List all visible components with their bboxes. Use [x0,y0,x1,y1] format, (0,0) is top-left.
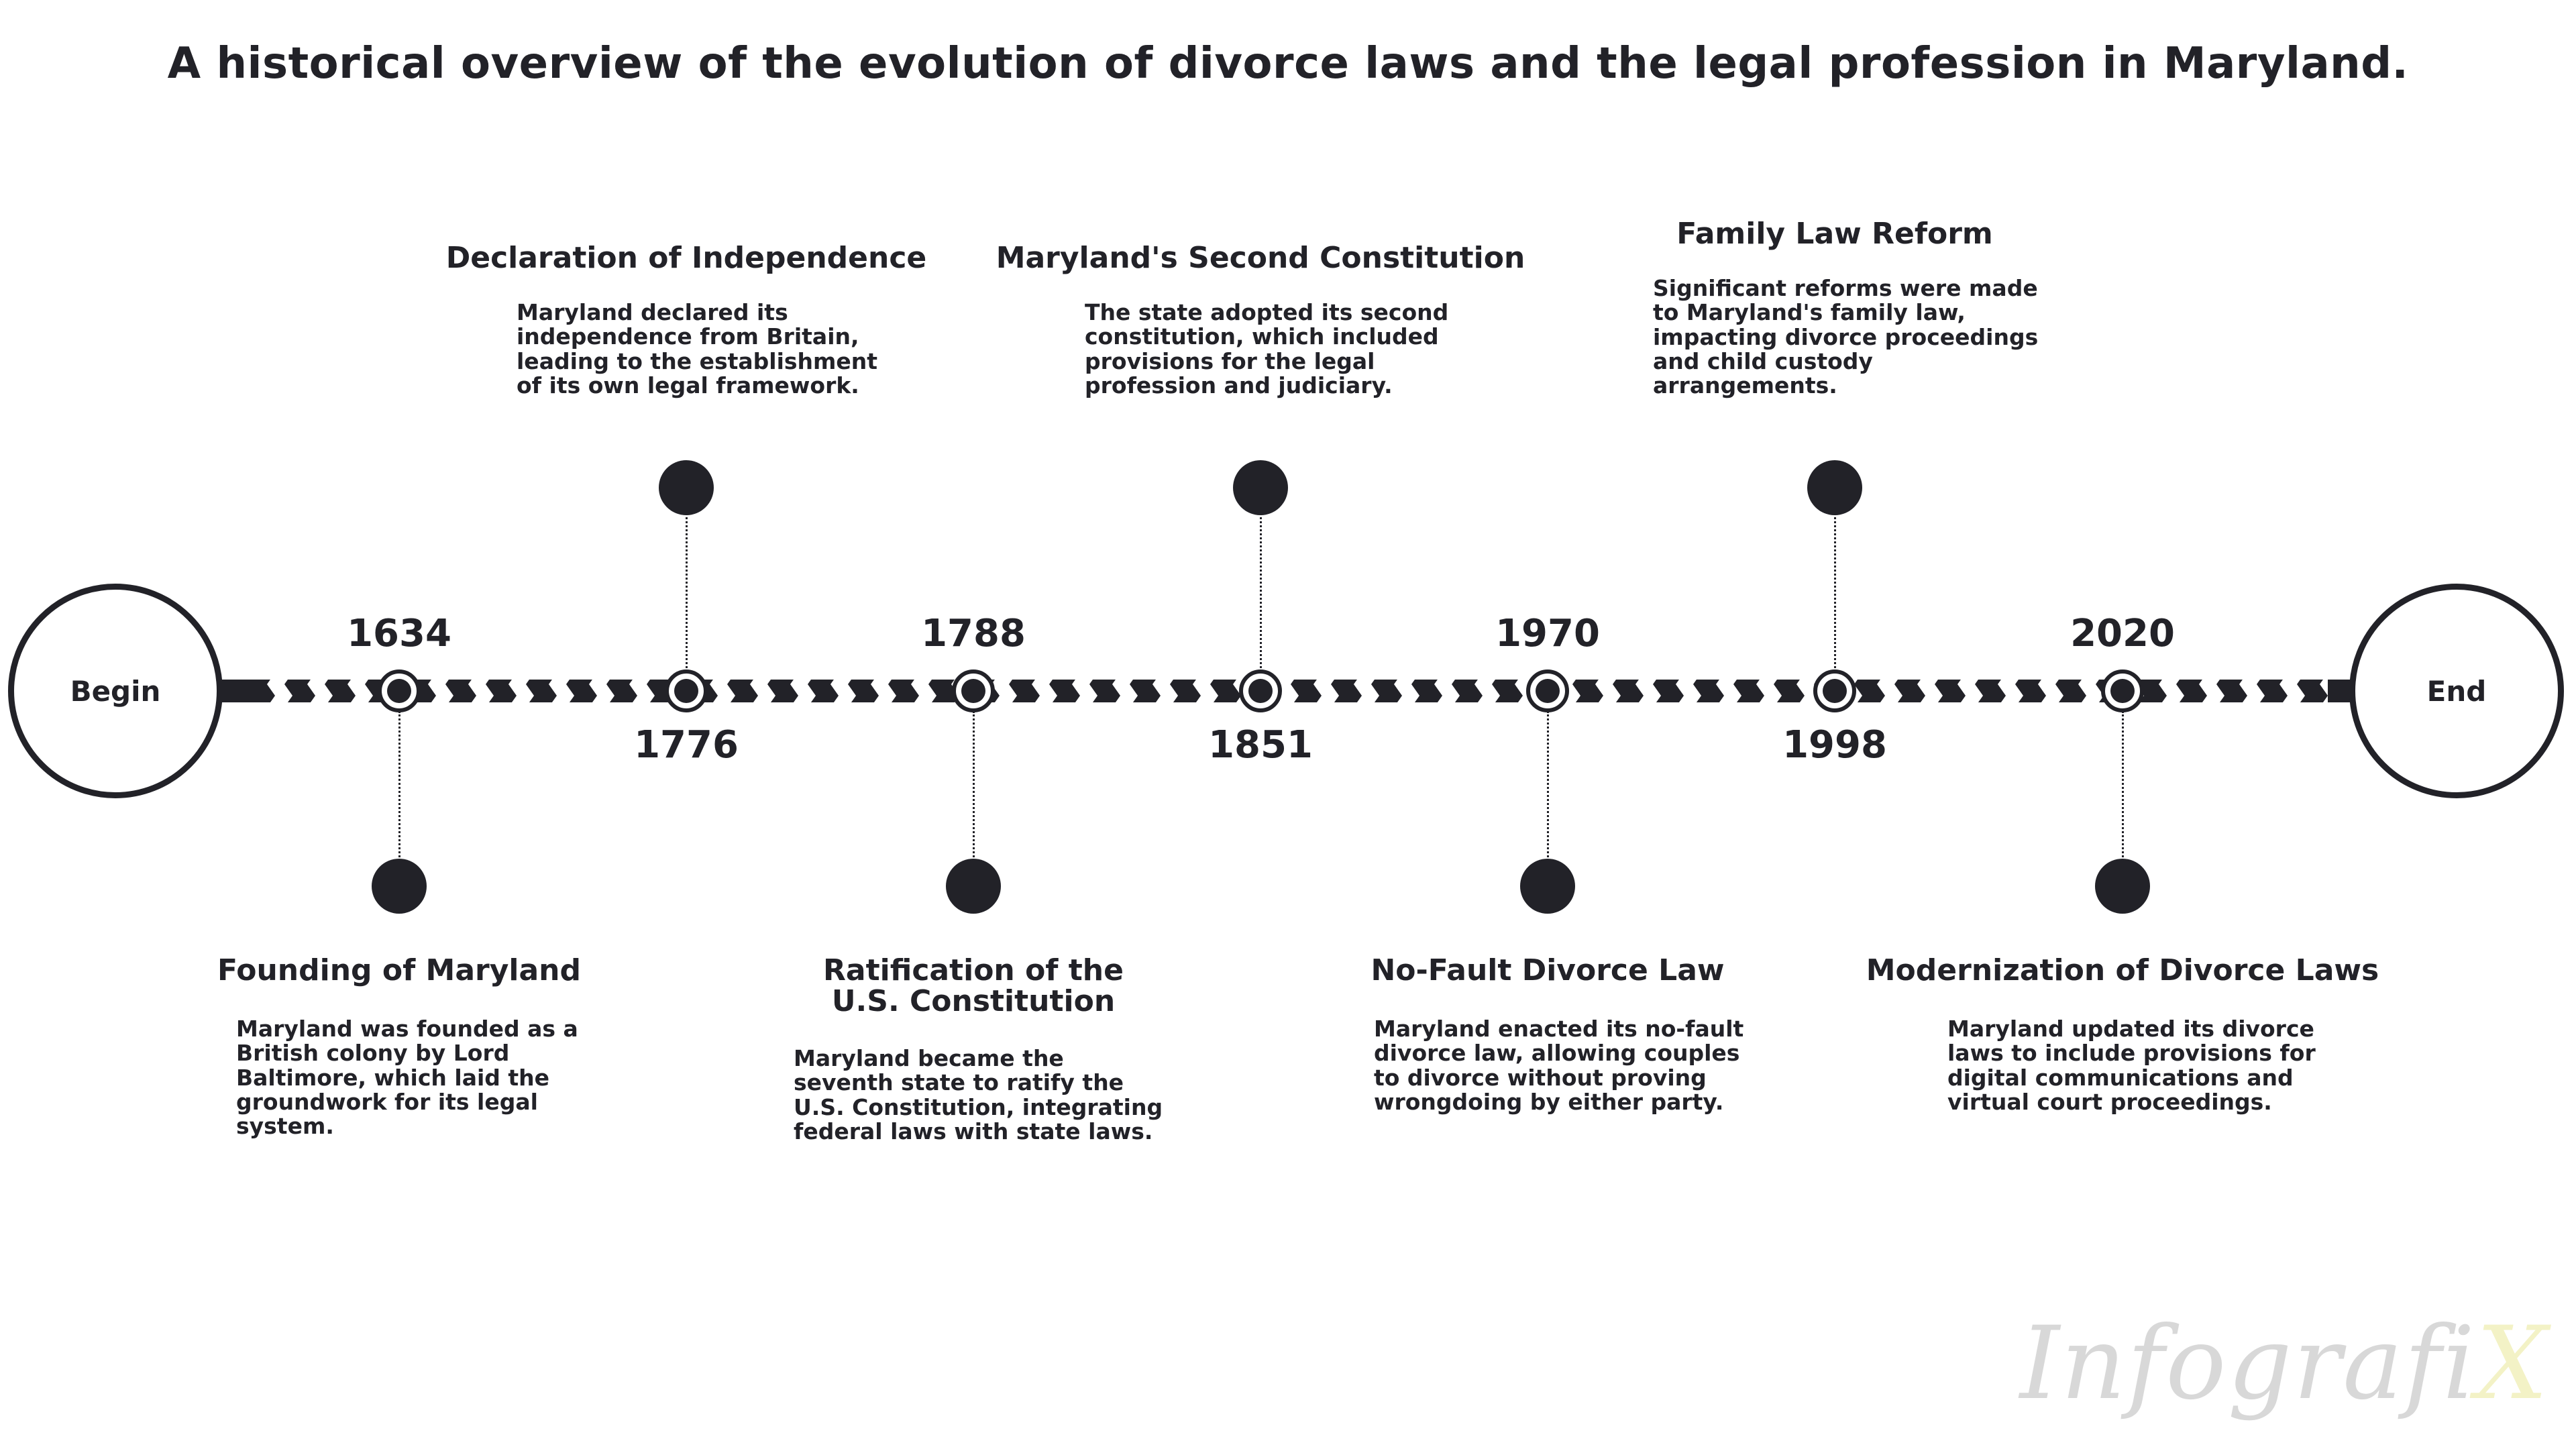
event-marker-1634 [372,859,427,914]
watermark-accent: X [2476,1305,2549,1422]
event-marker-1998 [1807,460,1862,515]
year-1998: 1998 [1782,723,1887,767]
connector-1998 [1834,488,1836,673]
event-title-1851: Maryland's Second Constitution [996,241,1525,275]
event-desc-1788: Maryland became the seventh state to rat… [794,1045,1163,1144]
event-title-1998: Family Law Reform [1676,217,1993,251]
timeline-begin: Begin [8,584,223,798]
year-1776: 1776 [634,723,739,767]
node-core [387,679,411,703]
timeline-node-1776 [665,669,708,712]
event-desc-1998: Significant reforms were made to Marylan… [1653,275,2039,399]
timeline-node-1788 [952,669,995,712]
event-title-1788: Ratification of the U.S. Constitution [823,953,1124,1019]
node-core [2110,679,2135,703]
connector-1776 [686,488,688,673]
timeline-node-1970 [1526,669,1569,712]
year-1851: 1851 [1208,723,1313,767]
event-marker-1776 [659,460,714,515]
event-desc-1634: Maryland was founded as a British colony… [236,1016,578,1140]
track-chevrons [221,680,2355,702]
event-title-1970: No-Fault Divorce Law [1371,953,1725,987]
year-1788: 1788 [921,612,1026,655]
event-title-2020: Modernization of Divorce Laws [1866,953,2379,987]
node-core [1823,679,1847,703]
page-title: A historical overview of the evolution o… [167,39,2409,89]
timeline-node-2020 [2101,669,2144,712]
watermark-logo: InfografiX [2020,1305,2549,1422]
event-desc-1776: Maryland declared its independence from … [517,299,878,398]
event-marker-1788 [946,859,1001,914]
connector-1970 [1547,711,1549,885]
event-marker-1970 [1520,859,1575,914]
node-core [1536,679,1560,703]
year-1634: 1634 [347,612,451,655]
node-core [1248,679,1273,703]
connector-2020 [2122,711,2124,885]
watermark-text: Infografi [2019,1305,2477,1422]
connector-1851 [1260,488,1262,673]
event-title-1776: Declaration of Independence [445,241,927,275]
timeline-node-1998 [1813,669,1856,712]
timeline-end: End [2349,584,2564,798]
track-cap-left [221,680,262,702]
timeline-node-1851 [1239,669,1282,712]
timeline-node-1634 [378,669,421,712]
event-title-1634: Founding of Maryland [217,953,581,987]
event-desc-2020: Maryland updated its divorce laws to inc… [1947,1016,2316,1115]
year-2020: 2020 [2070,612,2175,655]
year-1970: 1970 [1495,612,1600,655]
node-core [961,679,985,703]
node-core [674,679,698,703]
event-desc-1851: The state adopted its second constitutio… [1085,299,1449,398]
connector-1788 [973,711,975,885]
end-label: End [2426,674,2487,708]
begin-label: Begin [70,674,161,708]
event-desc-1970: Maryland enacted its no-fault divorce la… [1374,1016,1744,1115]
connector-1634 [398,711,400,885]
event-marker-1851 [1233,460,1288,515]
event-marker-2020 [2095,859,2150,914]
